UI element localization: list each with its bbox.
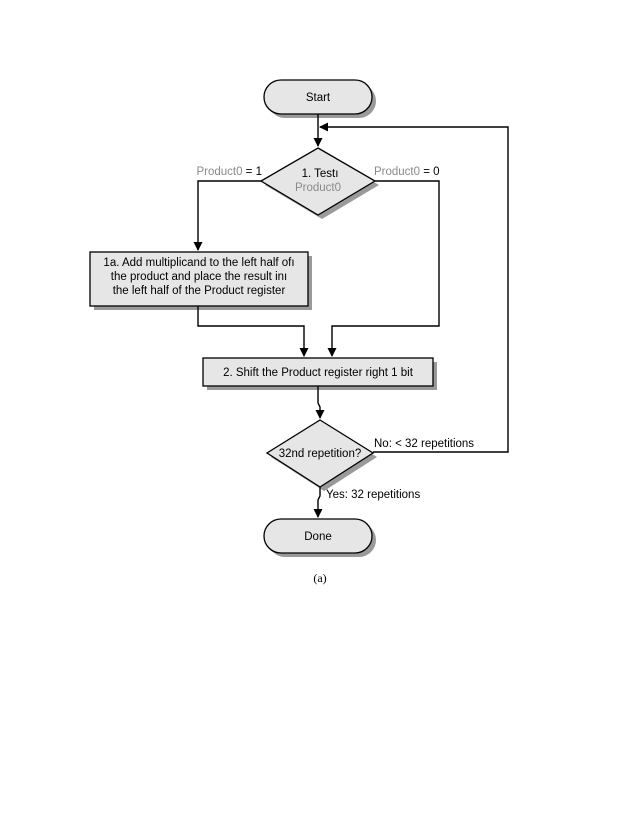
figure-caption: (a) (313, 571, 326, 585)
product0-zero-label: Product0 = 0 (374, 166, 440, 178)
no-branch-label: No: < 32 repetitions (374, 438, 474, 450)
done-label: Done (304, 531, 332, 543)
edge-loop-back (319, 122, 509, 453)
test-decision-variable: Product0 (295, 182, 341, 194)
edge-test-to-shift (327, 180, 440, 357)
yes-branch-label: Yes: 32 repetitions (326, 489, 420, 501)
done-terminal: Done (263, 518, 376, 557)
start-terminal: Start (263, 79, 376, 118)
add-process-line-2: the product and place the result inı (111, 271, 287, 283)
add-process-line-1: 1a. Add multiplicand to the left half of… (103, 257, 294, 269)
test-product0-decision: 1. Testı Product0 (259, 147, 379, 219)
test-decision-label: 1. Testı (302, 168, 339, 180)
edge-shift-to-repetition (315, 386, 325, 419)
add-process-line-3: the left half of the Product register (113, 285, 286, 297)
add-multiplicand-process: 1a. Add multiplicand to the left half of… (89, 251, 312, 310)
repetition-decision: 32nd repetition? (265, 419, 377, 491)
edge-repetition-to-done (313, 487, 323, 518)
edge-add-to-shift (197, 306, 309, 357)
edge-test-to-add (193, 180, 261, 251)
product0-one-label: Product0 = 1 (196, 166, 262, 178)
repetition-decision-label: 32nd repetition? (279, 448, 361, 460)
start-label: Start (306, 92, 331, 104)
shift-process: 2. Shift the Product register right 1 bi… (202, 357, 437, 390)
shift-process-label: 2. Shift the Product register right 1 bi… (223, 367, 414, 379)
